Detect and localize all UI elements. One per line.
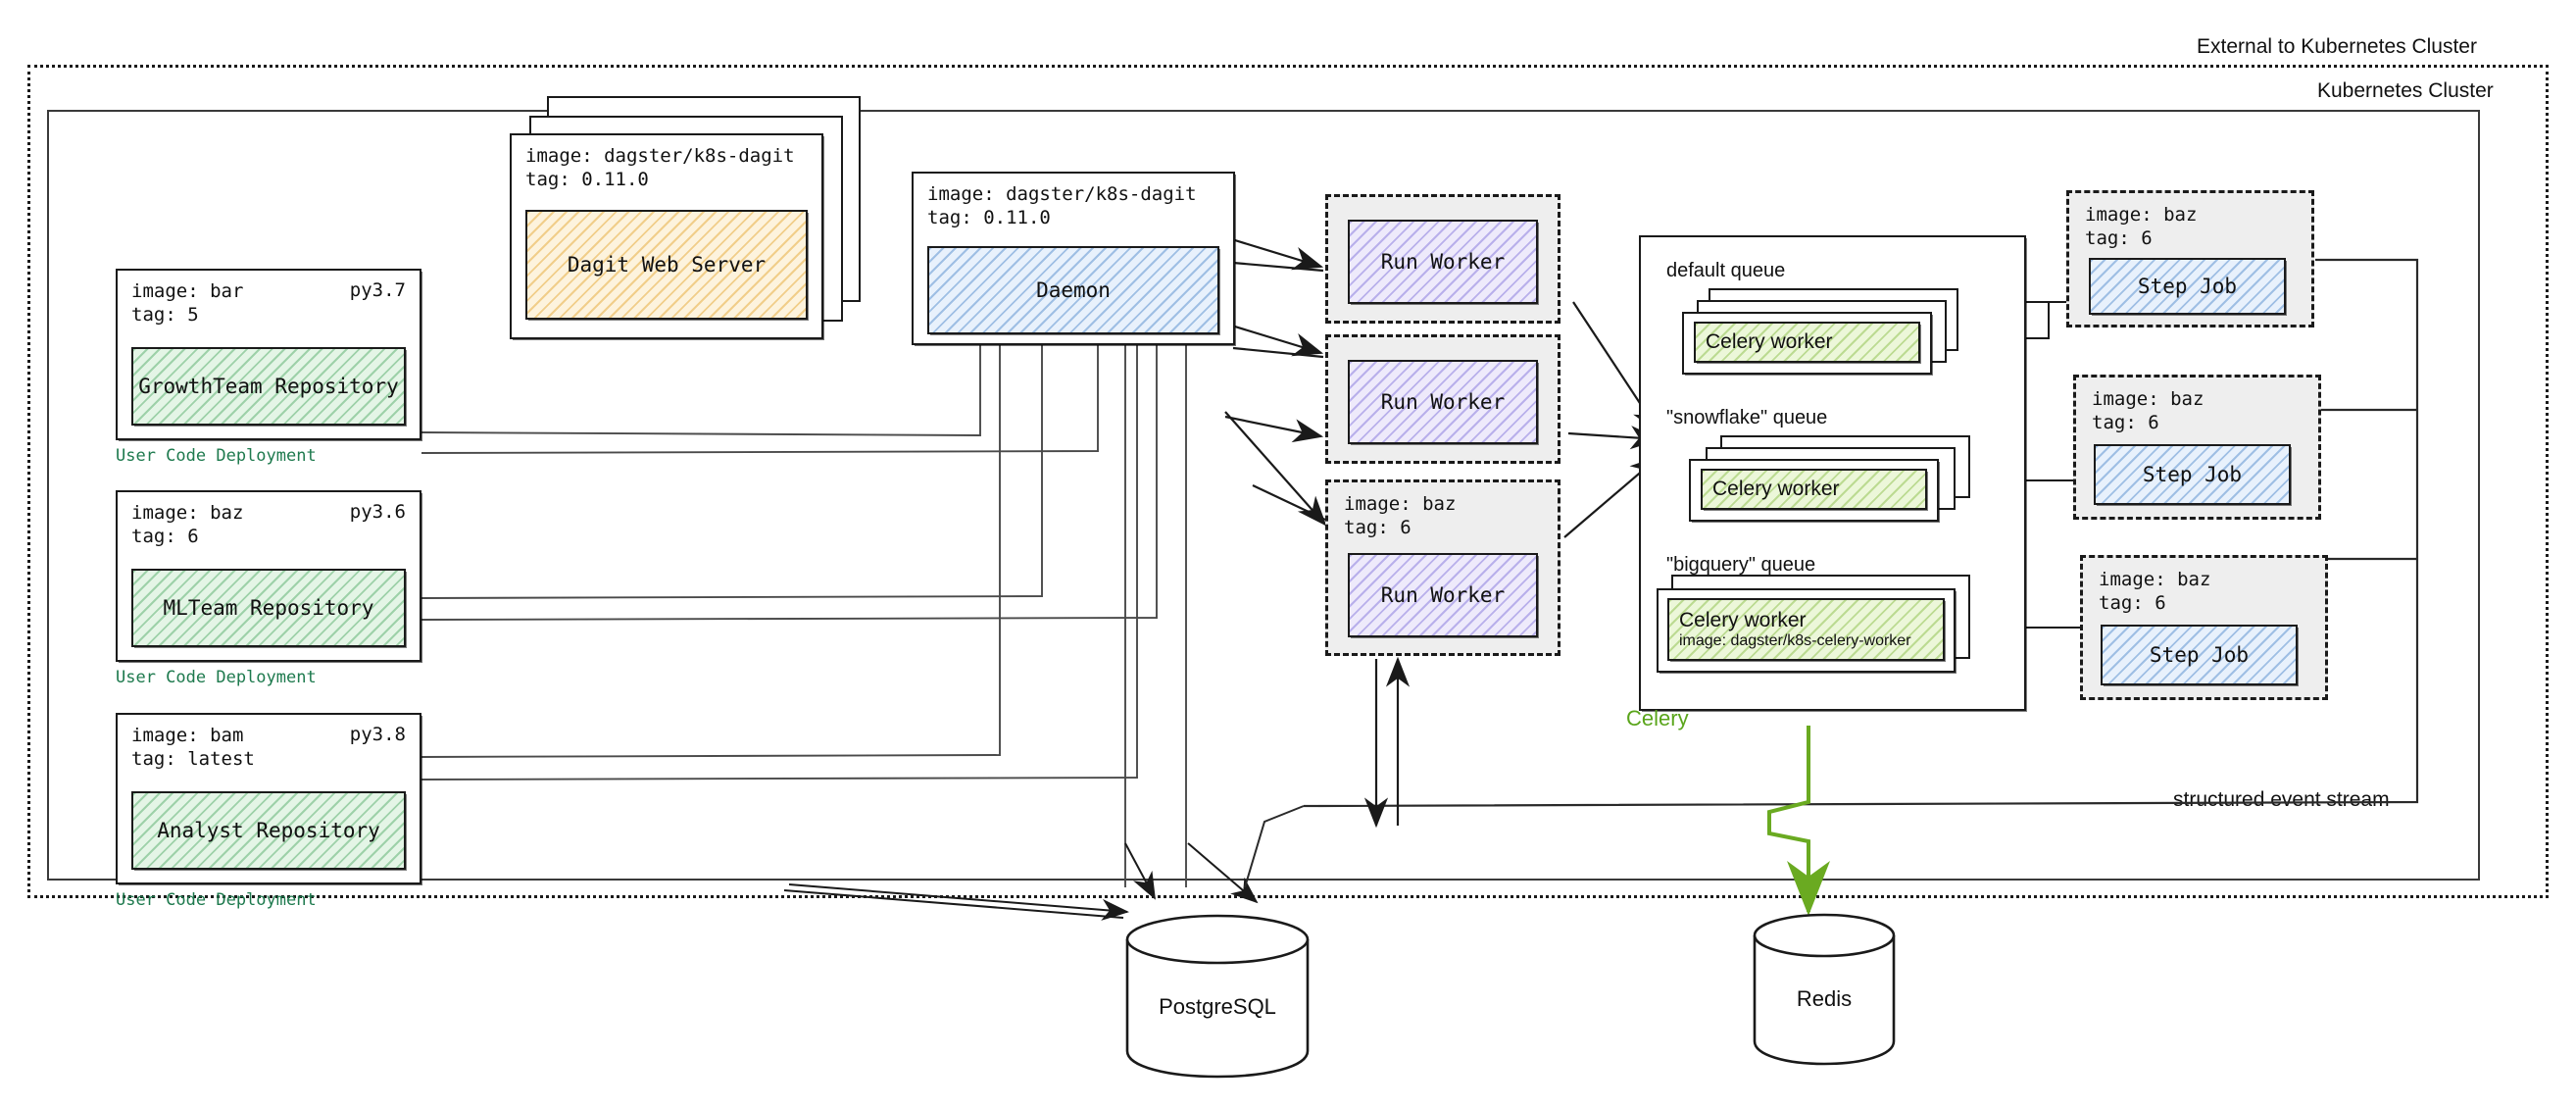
celery-worker-snowflake[interactable]: Celery worker — [1701, 469, 1927, 510]
celery-worker-bigquery-title: Celery worker — [1679, 609, 1807, 631]
step-job-1[interactable]: Step Job — [2089, 258, 2286, 315]
postgresql-datastore[interactable]: PostgreSQL — [1123, 912, 1312, 1081]
celery-label: Celery — [1626, 706, 1689, 730]
celery-worker-bigquery-pod[interactable]: Celery worker image: dagster/k8s-celery-… — [1657, 588, 1956, 673]
run-worker-job-1[interactable]: Run Worker — [1325, 194, 1560, 324]
celery-worker-default[interactable]: Celery worker — [1694, 322, 1920, 363]
ucd3-caption: User Code Deployment — [116, 890, 317, 910]
queue-label-snowflake: "snowflake" queue — [1666, 407, 1828, 428]
daemon-box[interactable]: Daemon — [927, 246, 1219, 334]
kubernetes-cluster-label: Kubernetes Cluster — [2317, 79, 2494, 102]
structured-event-stream-label: structured event stream — [2173, 788, 2390, 811]
postgresql-cylinder-icon — [1125, 914, 1310, 1079]
queue-label-default: default queue — [1666, 260, 1786, 281]
ucd1-repository[interactable]: GrowthTeam Repository — [131, 347, 406, 426]
postgresql-label: PostgreSQL — [1159, 994, 1276, 1019]
ucd1-python-version: py3.7 — [349, 279, 406, 301]
run-worker-1[interactable]: Run Worker — [1348, 220, 1538, 304]
redis-label: Redis — [1796, 986, 1853, 1011]
ucd2-python-version: py3.6 — [349, 501, 406, 523]
run-worker-3[interactable]: Run Worker — [1348, 553, 1538, 637]
celery-worker-snowflake-pod[interactable]: Celery worker — [1689, 459, 1939, 522]
run-worker-job-2[interactable]: Run Worker — [1325, 334, 1560, 464]
celery-worker-bigquery[interactable]: Celery worker image: dagster/k8s-celery-… — [1667, 598, 1945, 661]
ucd3-repository[interactable]: Analyst Repository — [131, 791, 406, 870]
ucd2-caption: User Code Deployment — [116, 668, 317, 687]
celery-worker-default-pod[interactable]: Celery worker — [1682, 312, 1932, 375]
step-job-2[interactable]: Step Job — [2094, 444, 2291, 505]
queue-label-bigquery: "bigquery" queue — [1666, 554, 1816, 576]
redis-cylinder-icon — [1753, 913, 1896, 1066]
step-job-3[interactable]: Step Job — [2101, 625, 2298, 685]
redis-datastore[interactable]: Redis — [1751, 912, 1898, 1069]
run-worker-2[interactable]: Run Worker — [1348, 360, 1538, 444]
ucd2-repository[interactable]: MLTeam Repository — [131, 569, 406, 647]
dagit-web-server[interactable]: Dagit Web Server — [525, 210, 808, 320]
external-cluster-boundary — [27, 65, 2549, 898]
external-cluster-label: External to Kubernetes Cluster — [2197, 35, 2477, 58]
ucd3-python-version: py3.8 — [349, 724, 406, 745]
ucd1-caption: User Code Deployment — [116, 446, 317, 466]
celery-worker-bigquery-image: image: dagster/k8s-celery-worker — [1679, 632, 1911, 649]
